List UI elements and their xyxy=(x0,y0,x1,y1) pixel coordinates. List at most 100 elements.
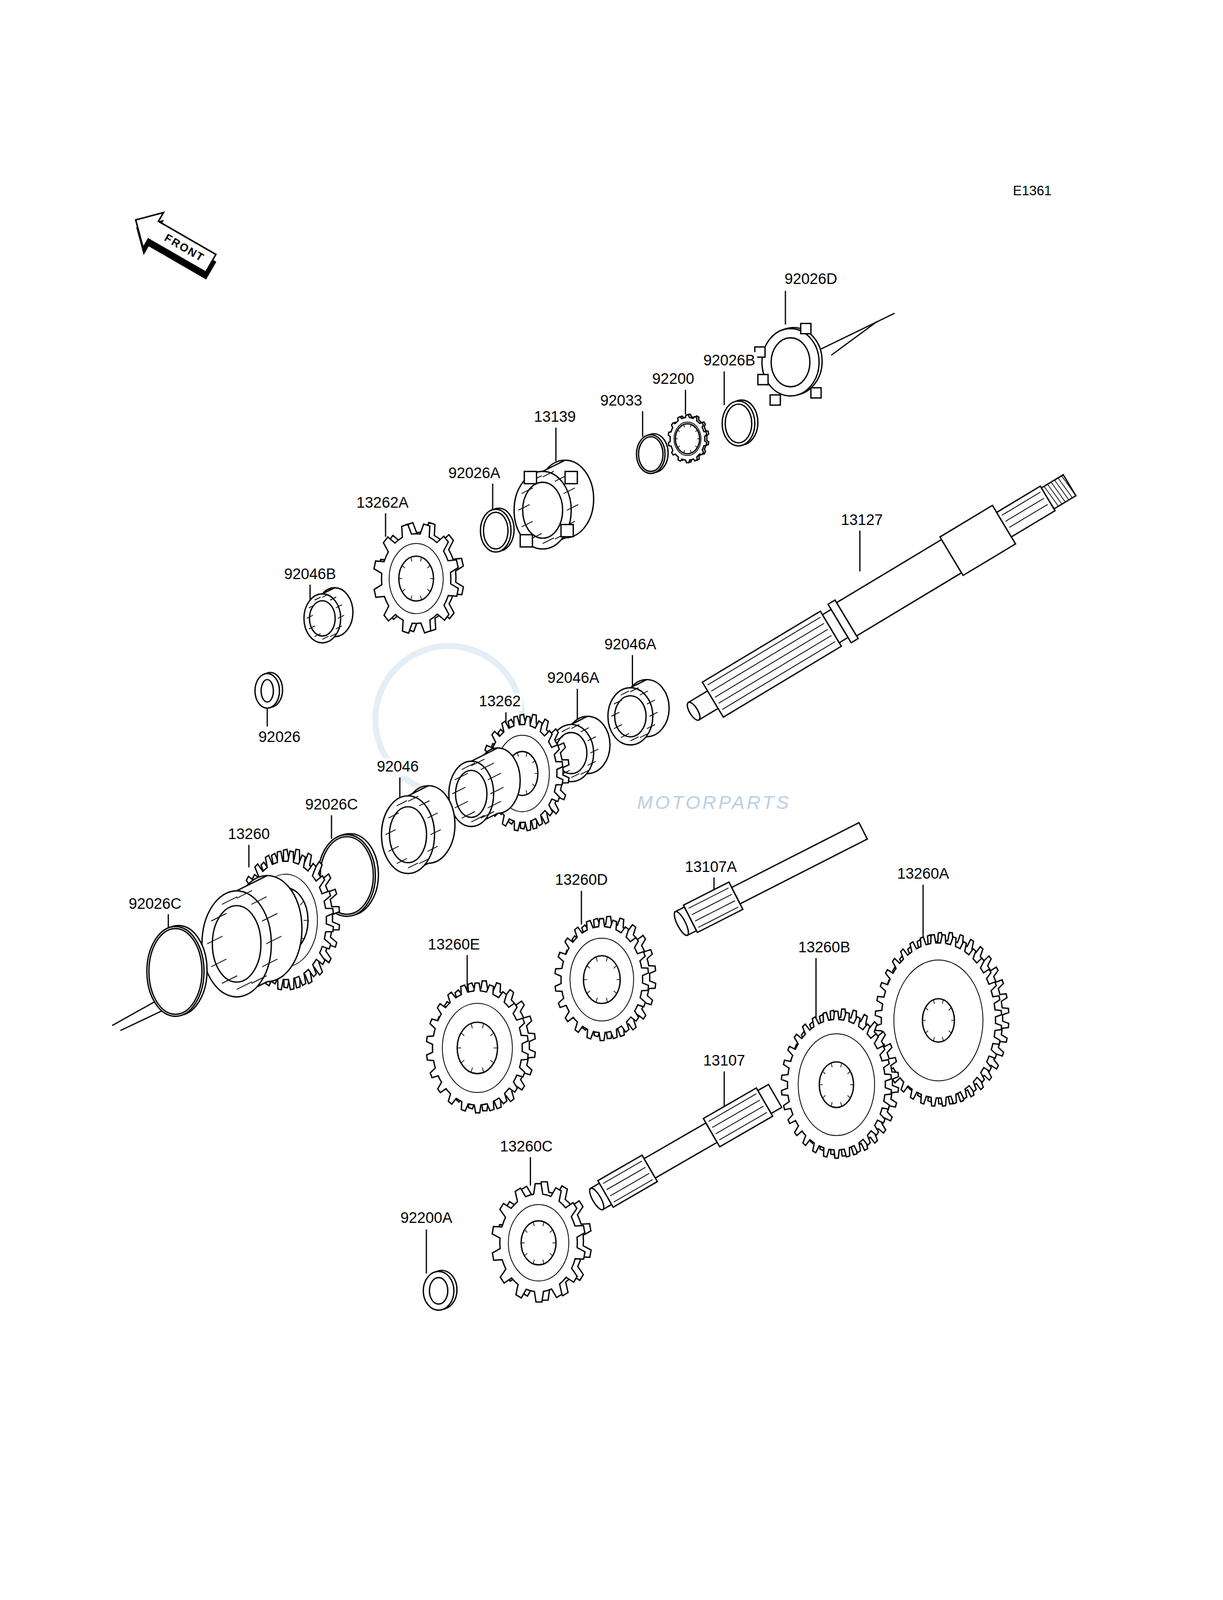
shaft-section xyxy=(757,1084,782,1114)
needle-roller xyxy=(518,504,530,510)
gear xyxy=(374,522,464,633)
leader-line xyxy=(167,914,169,929)
spline-mark xyxy=(482,1023,484,1029)
leader-line xyxy=(399,777,401,799)
washer-tab xyxy=(757,374,768,385)
spline-mark xyxy=(533,1221,535,1226)
callout-number: 92026D xyxy=(782,270,840,289)
spline-mark xyxy=(822,1095,826,1099)
spline-mark xyxy=(822,1070,826,1074)
spline-mark xyxy=(493,1047,498,1048)
needle-roller xyxy=(454,772,468,780)
needle-roller xyxy=(454,800,468,808)
callout-number: 13260E xyxy=(426,935,482,954)
needle-roller xyxy=(308,604,316,608)
shaft-section xyxy=(836,539,962,636)
arrow-body xyxy=(125,202,221,282)
tab-washer xyxy=(761,327,823,396)
leader-lines xyxy=(112,290,923,1273)
shaft-thread xyxy=(1061,474,1076,497)
callout-number: 92046A xyxy=(545,669,601,688)
callout-number: 13260A xyxy=(895,865,951,884)
needle-roller xyxy=(587,761,597,766)
spline-mark xyxy=(586,965,590,969)
needle-roller xyxy=(236,981,252,990)
callout-number: 92026A xyxy=(446,464,502,483)
spline-mark xyxy=(830,1101,833,1106)
shaft-spline xyxy=(715,1105,764,1134)
gear xyxy=(875,932,1009,1106)
gear xyxy=(781,1008,899,1158)
needle-roller xyxy=(337,615,345,618)
spline-mark xyxy=(542,1221,544,1226)
spline-mark xyxy=(471,1023,473,1029)
callout-number: 92026B xyxy=(701,352,757,371)
needle-roller xyxy=(614,699,623,704)
spline-mark xyxy=(524,1229,528,1233)
leader-line xyxy=(425,1229,427,1274)
bearing-edge xyxy=(408,785,429,796)
needle-roller xyxy=(461,811,476,819)
circlip xyxy=(636,433,669,473)
gear-bore xyxy=(675,423,700,454)
needle-roller xyxy=(646,699,656,704)
leader-line xyxy=(723,1071,725,1109)
ring-hole xyxy=(771,337,811,387)
shaft-spline xyxy=(614,1178,654,1202)
dog-tooth xyxy=(520,534,533,547)
leader-line xyxy=(580,890,582,925)
gear-face xyxy=(554,918,649,1041)
gear-bore xyxy=(398,556,434,601)
needle-roller xyxy=(620,733,630,738)
needle-roller xyxy=(251,975,267,984)
spline-mark xyxy=(830,1062,833,1067)
leader-line xyxy=(529,1156,531,1186)
needle-roller xyxy=(590,748,599,753)
spline-mark xyxy=(677,445,680,448)
shaft-end xyxy=(684,699,703,722)
needle-roller xyxy=(611,712,620,717)
ring-face xyxy=(636,434,665,474)
shaft-spline xyxy=(707,616,821,685)
gear-face xyxy=(668,414,707,463)
thrust-ring xyxy=(722,399,758,446)
needle-roller xyxy=(567,504,579,510)
callout-number: 13107 xyxy=(701,1051,747,1070)
needle-roller xyxy=(408,795,419,801)
callout-number: 13262A xyxy=(354,494,410,512)
callout-number: 92046B xyxy=(282,565,338,584)
needle-roller xyxy=(649,712,659,717)
spline-mark xyxy=(695,429,698,432)
needle-roller xyxy=(542,537,554,544)
bearing-edge xyxy=(542,460,565,472)
needle-roller xyxy=(614,724,623,729)
front-arrow xyxy=(122,202,225,289)
spline-mark xyxy=(517,752,519,757)
shaft-spline xyxy=(1009,504,1048,528)
needle-roller xyxy=(262,912,278,921)
needle-roller xyxy=(221,975,238,984)
needle-roller xyxy=(322,636,329,640)
gear-face xyxy=(426,982,529,1113)
leader-line xyxy=(120,1009,164,1031)
spline-mark xyxy=(482,1067,484,1073)
gear-rim xyxy=(508,1204,569,1281)
spline-mark xyxy=(471,1067,473,1073)
spline-mark xyxy=(695,445,698,448)
callout-number: 13262 xyxy=(477,693,523,712)
spline-mark xyxy=(524,1252,528,1256)
gear-rim xyxy=(569,938,634,1021)
thrust-washer xyxy=(480,508,514,553)
output-shaft xyxy=(585,1081,784,1215)
callout-number: 92026 xyxy=(257,728,303,747)
leader-line xyxy=(248,844,250,867)
ring-face xyxy=(146,926,204,1017)
needle-roller xyxy=(430,829,441,835)
spline-mark xyxy=(583,978,588,980)
callout-number: 13260D xyxy=(553,871,610,890)
leader-line xyxy=(641,411,644,437)
needle-roller xyxy=(322,593,329,597)
washer-tab xyxy=(770,394,781,405)
bearing-edge xyxy=(571,716,588,725)
spline-mark xyxy=(402,564,405,568)
